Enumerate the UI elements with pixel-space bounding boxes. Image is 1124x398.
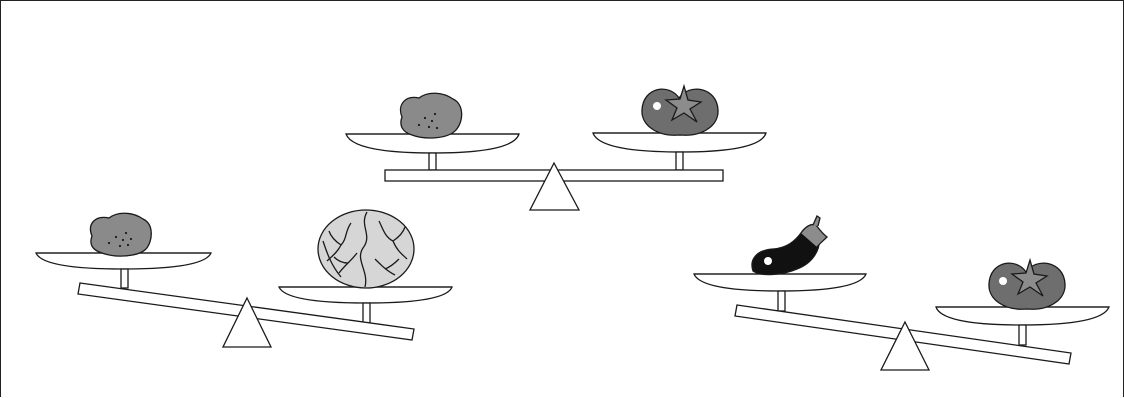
cabbage-icon xyxy=(318,210,414,288)
eggplant-icon xyxy=(752,216,827,275)
potato-icon xyxy=(401,93,462,138)
left-balance-scale xyxy=(36,210,452,347)
potato-icon xyxy=(91,213,152,256)
top-right-pan xyxy=(593,133,766,170)
left-left-pan xyxy=(36,253,211,288)
tomato-icon xyxy=(989,260,1065,309)
right-left-pan xyxy=(694,274,866,311)
tomato-icon xyxy=(642,86,718,135)
top-balance-scale xyxy=(346,86,766,210)
top-left-pan xyxy=(346,134,519,170)
right-balance-scale xyxy=(694,216,1109,370)
